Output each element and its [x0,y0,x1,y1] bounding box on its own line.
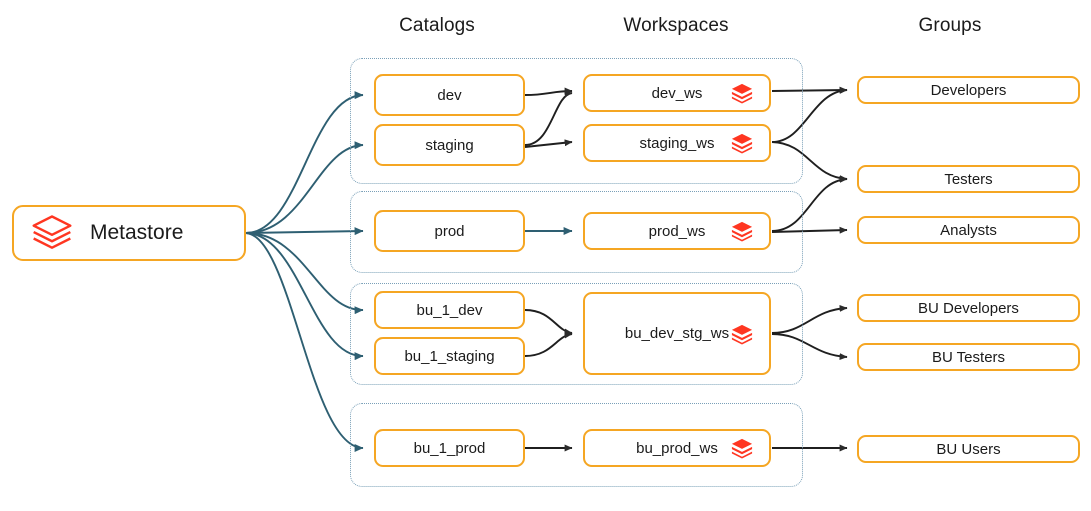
node-catalog-bu-1-dev[interactable]: bu_1_dev [374,291,525,329]
node-group-bu-users[interactable]: BU Users [857,435,1080,463]
column-header-workspaces: Workspaces [623,15,729,36]
edges-metastore-to-catalogs [245,91,364,452]
node-catalog-dev[interactable]: dev [374,74,525,116]
node-workspace-bu-dev-stg-ws[interactable]: bu_dev_stg_ws [583,292,771,375]
node-group-analysts-label: Analysts [940,221,997,239]
databricks-logo-icon [731,324,753,345]
node-group-bu-testers[interactable]: BU Testers [857,343,1080,371]
node-group-analysts[interactable]: Analysts [857,216,1080,244]
node-catalog-prod-label: prod [434,222,465,240]
container-env-bu-prod [350,403,803,487]
node-group-bu-testers-label: BU Testers [931,348,1006,366]
node-workspace-bu-dev-stg-ws-label: bu_dev_stg_ws [624,325,730,342]
edge-metastore-bu1staging [245,232,364,361]
node-workspace-staging-ws[interactable]: staging_ws [583,124,771,162]
node-workspace-bu-prod-ws-label: bu_prod_ws [636,439,718,457]
node-workspace-dev-ws[interactable]: dev_ws [583,74,771,112]
node-workspace-prod-ws-label: prod_ws [648,222,706,240]
container-env-prod [350,191,803,273]
node-workspace-bu-prod-ws[interactable]: bu_prod_ws [583,429,771,467]
node-group-developers[interactable]: Developers [857,76,1080,104]
node-metastore-label: Metastore [90,221,184,244]
databricks-logo-icon [731,438,753,459]
node-workspace-staging-ws-label: staging_ws [639,134,715,152]
node-metastore[interactable]: Metastore [12,205,246,261]
node-group-bu-developers[interactable]: BU Developers [857,294,1080,322]
container-env-bu-dev-stg [350,283,803,385]
edge-metastore-dev [245,91,364,234]
node-workspace-dev-ws-label: dev_ws [651,84,703,102]
node-catalog-bu-1-staging-label: bu_1_staging [404,347,495,365]
node-group-bu-developers-label: BU Developers [918,299,1019,317]
databricks-logo-outline-icon [32,215,72,249]
databricks-logo-icon [731,133,753,154]
node-catalog-bu-1-dev-label: bu_1_dev [416,301,483,319]
node-group-bu-users-label: BU Users [936,440,1001,458]
edge-metastore-bu1dev [245,232,364,315]
edge-metastore-bu1prod [245,232,364,452]
node-catalog-staging[interactable]: staging [374,124,525,166]
node-group-testers[interactable]: Testers [857,165,1080,193]
node-catalog-dev-label: dev [437,86,462,104]
node-catalog-bu-1-prod-label: bu_1_prod [413,439,486,457]
node-catalog-bu-1-staging[interactable]: bu_1_staging [374,337,525,375]
node-catalog-prod[interactable]: prod [374,210,525,252]
column-header-groups: Groups [918,15,982,36]
edge-metastore-staging [245,141,364,234]
column-header-catalogs: Catalogs [399,15,475,36]
node-group-developers-label: Developers [930,81,1007,99]
databricks-logo-icon [731,221,753,242]
node-workspace-prod-ws[interactable]: prod_ws [583,212,771,250]
node-catalog-bu-1-prod[interactable]: bu_1_prod [374,429,525,467]
edge-metastore-prod [245,227,364,236]
node-catalog-staging-label: staging [425,136,474,154]
node-group-testers-label: Testers [944,170,993,188]
databricks-logo-icon [731,83,753,104]
container-env-dev-staging [350,58,803,184]
